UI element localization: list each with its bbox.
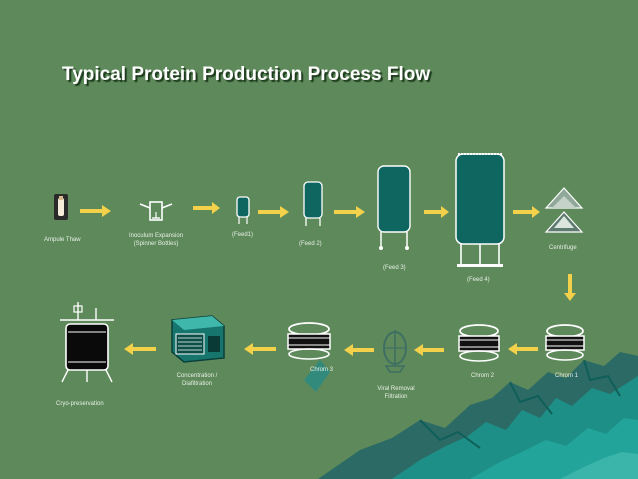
chrom1-label: Chrom 1 — [555, 373, 579, 379]
chromatography-column-2-icon — [458, 324, 500, 362]
arrow-down-icon — [564, 274, 576, 301]
cryo-vessel-icon — [60, 302, 114, 383]
viral-removal-label: Viral Removal Filtration — [377, 386, 415, 401]
centrifuge-label: Centrifuge — [549, 245, 577, 251]
arrow-right-icon — [258, 206, 289, 218]
chrom3-label: Chrom 3 — [310, 367, 334, 373]
arrow-left-icon — [124, 343, 156, 355]
page-title: Typical Protein Production Process Flow — [62, 64, 431, 85]
ampule-icon — [54, 194, 68, 220]
chromatography-column-1-icon — [545, 324, 585, 361]
cryo-label: Cryo-preservation — [56, 401, 104, 407]
feed3-label: (Feed 3) — [383, 265, 406, 271]
chrom2-label: Chrom 2 — [471, 373, 495, 379]
arrow-left-icon — [344, 344, 374, 356]
bioreactor-feed3-icon — [377, 165, 411, 250]
feed1-label: (Feed1) — [232, 232, 254, 238]
spinner-bottle-icon — [139, 201, 173, 221]
arrow-left-icon — [508, 343, 538, 355]
arrow-right-icon — [193, 202, 220, 214]
inoculum-label: Inoculum Expansion (Spinner Bottles) — [128, 233, 184, 248]
bioreactor-feed1-icon — [236, 196, 250, 224]
arrow-right-icon — [424, 206, 449, 218]
bioreactor-feed2-icon — [303, 181, 323, 226]
concentration-label: Concentration / Diafiltration — [176, 373, 218, 388]
diafiltration-unit-icon — [171, 315, 225, 363]
arrow-left-icon — [244, 343, 276, 355]
arrow-left-icon — [414, 344, 444, 356]
arrow-right-icon — [513, 206, 540, 218]
viral-filter-icon — [383, 330, 407, 373]
feed2-label: (Feed 2) — [299, 241, 322, 247]
bioreactor-feed4-icon — [455, 153, 505, 267]
arrow-right-icon — [334, 206, 365, 218]
feed4-label: (Feed 4) — [467, 277, 490, 283]
chromatography-column-3-icon — [287, 322, 331, 360]
arrow-right-icon — [80, 205, 111, 217]
centrifuge-icon — [544, 187, 584, 233]
ampule-thaw-label: Ampule Thaw — [44, 237, 81, 243]
